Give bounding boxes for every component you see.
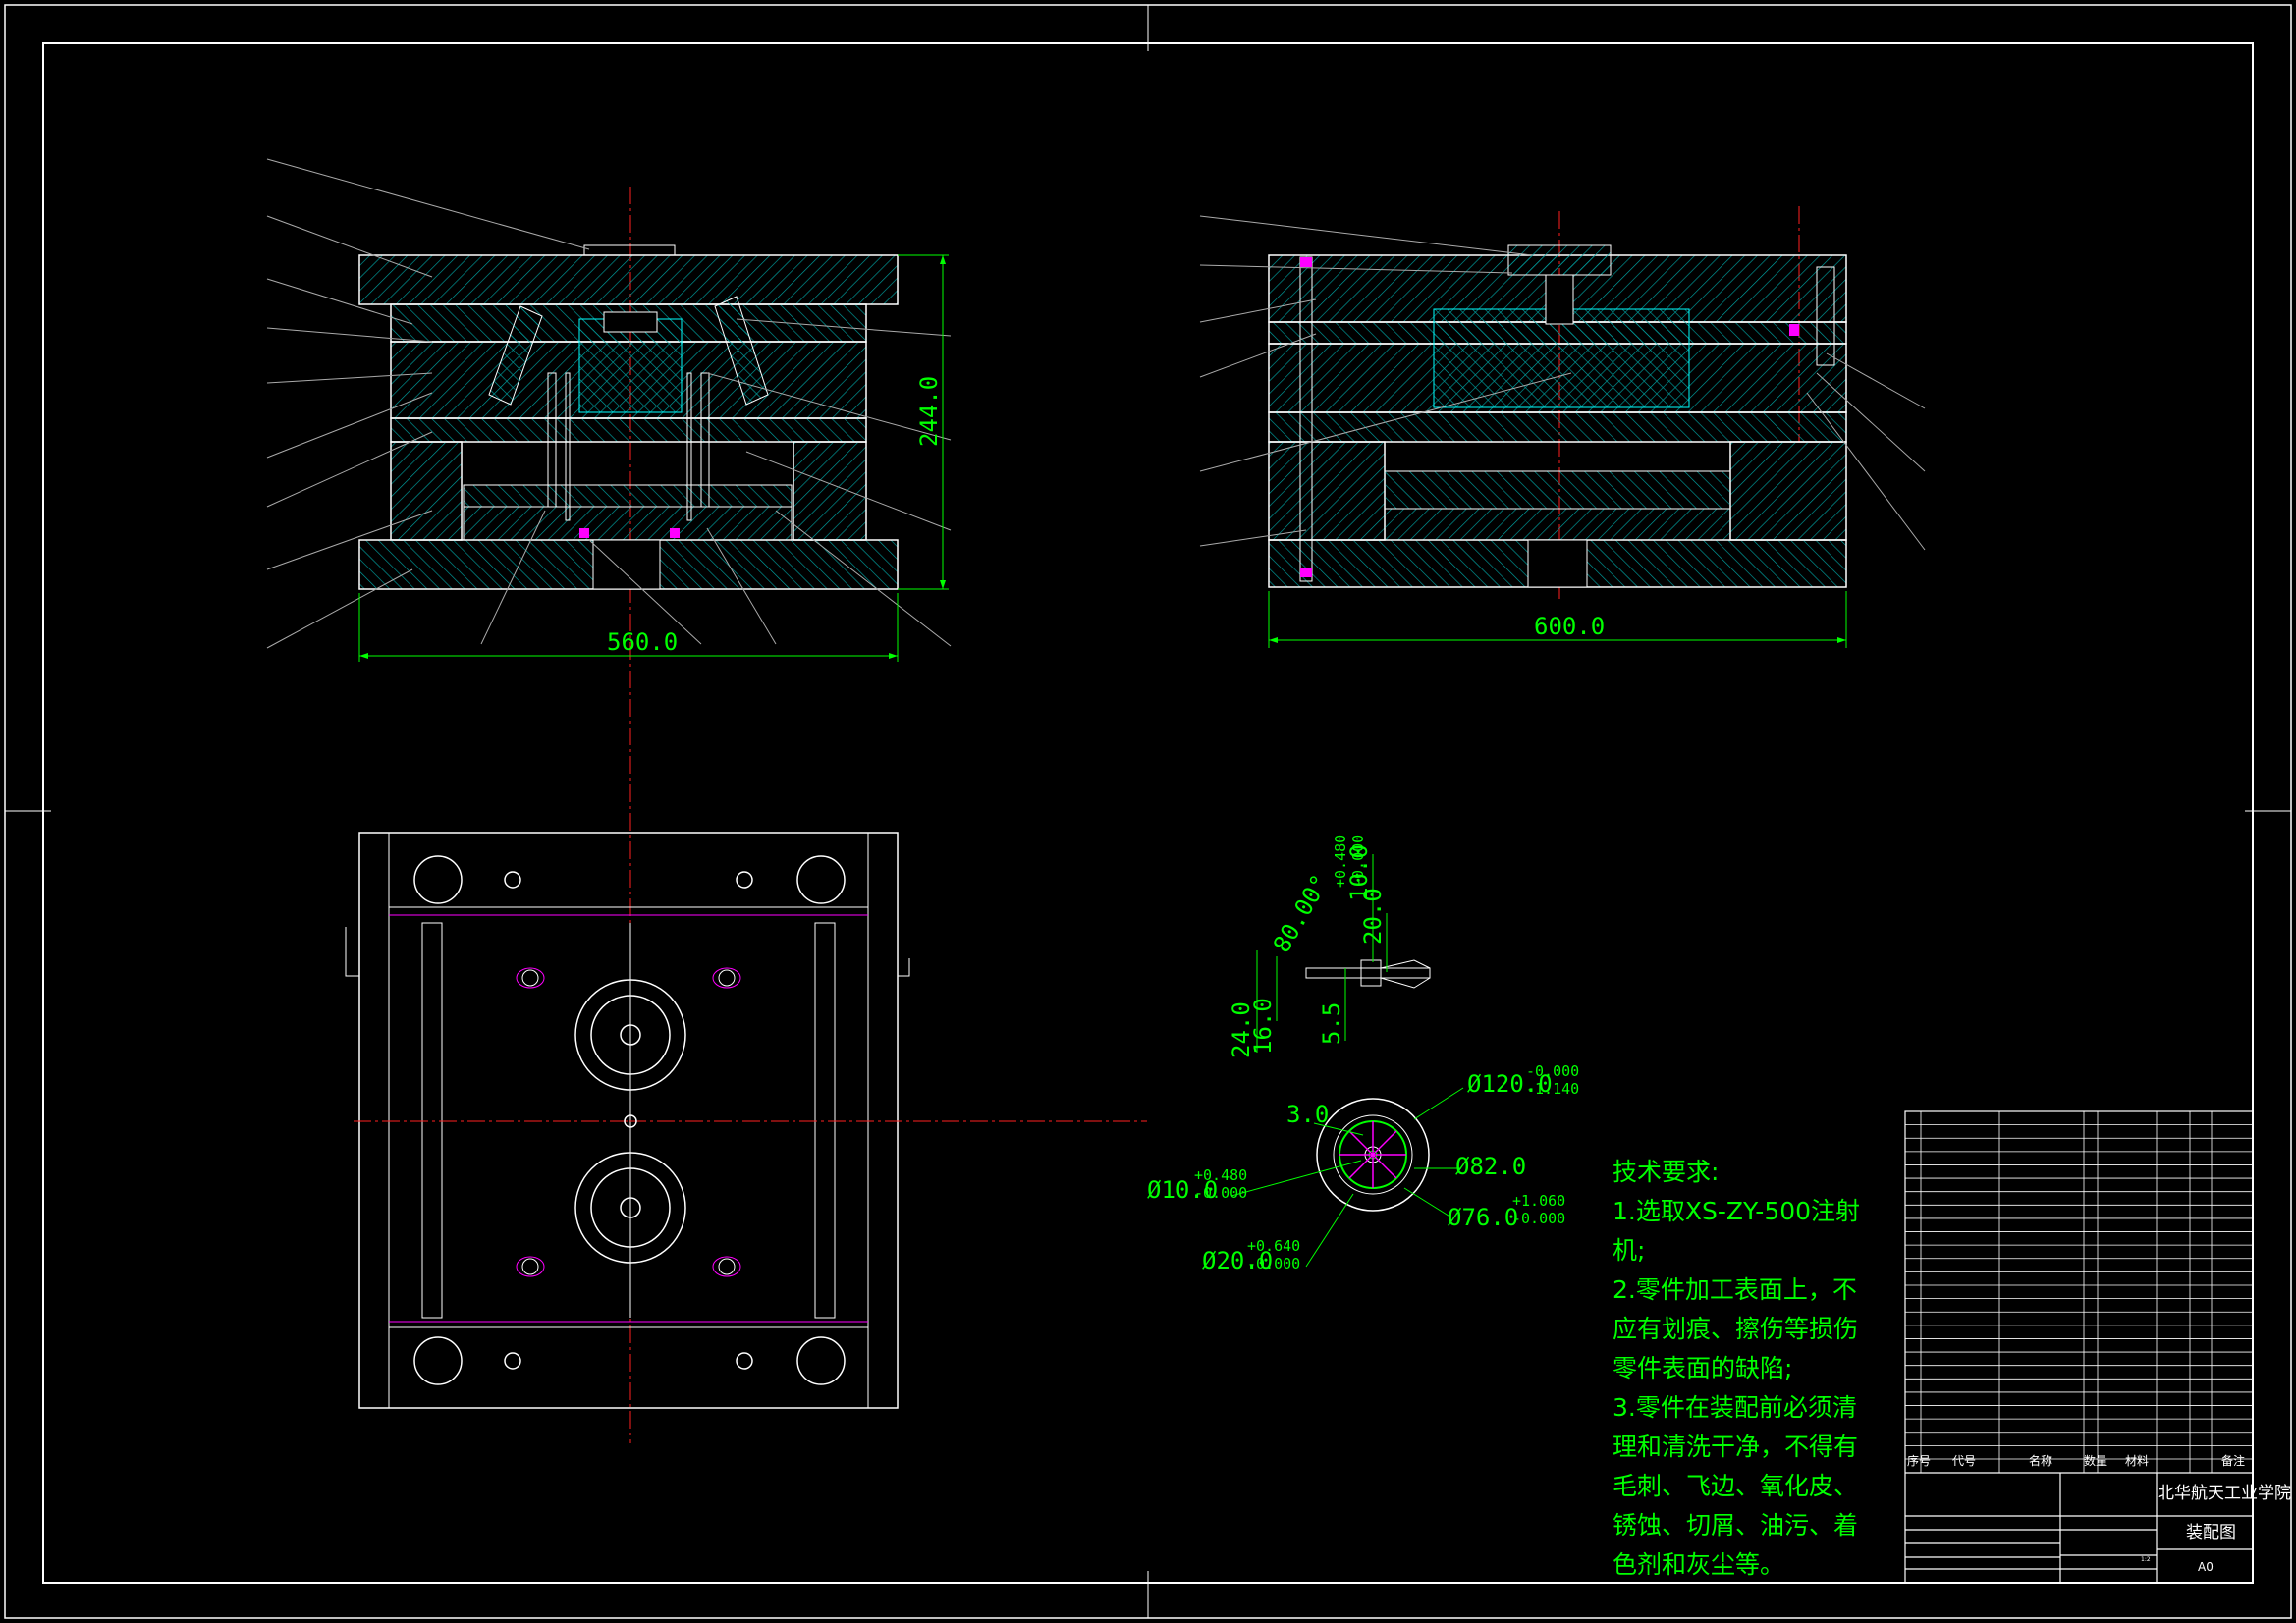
tech-line: 色剂和灰尘等。: [1613, 1550, 1784, 1579]
school-name: 北华航天工业学院: [2158, 1484, 2291, 1503]
dim-d76-tol-lo: -0.000: [1512, 1210, 1565, 1227]
dim-detail-20: 20.0: [1359, 888, 1387, 945]
tech-line: 机;: [1613, 1236, 1645, 1265]
tech-title: 技术要求:: [1613, 1158, 1719, 1186]
dim-detail-5-5: 5.5: [1318, 1002, 1345, 1045]
plan-view: [345, 832, 1147, 1409]
dim-detail-angle: 80.00°: [1268, 870, 1335, 957]
dim-side-width: 600.0: [1534, 613, 1605, 640]
bom-table: [1905, 1110, 2253, 1473]
tech-line: 理和清洗干净，不得有: [1613, 1433, 1858, 1461]
tech-line: 锈蚀、切屑、油污、着: [1613, 1511, 1858, 1540]
bom-header-remark: 备注: [2221, 1453, 2245, 1468]
part-detail-section: 24.0 16.0 5.5 20.0 10.0 +0.480 -0.000 80…: [1147, 835, 1579, 1274]
dim-detail-24: 24.0: [1228, 1001, 1255, 1058]
dim-detail-16: 16.0: [1249, 998, 1277, 1055]
cavities: [574, 979, 686, 1264]
guide-holes: [413, 855, 846, 1385]
tech-line: 2.零件加工表面上，不: [1613, 1275, 1857, 1304]
dim-detail-10-tol-lo: -0.000: [1349, 835, 1367, 888]
dim-d76-tol-up: +1.060: [1512, 1192, 1565, 1210]
dim-d10: Ø10.0: [1147, 1176, 1218, 1204]
bom-header-qty: 数量: [2084, 1453, 2107, 1468]
dim-d120: Ø120.0: [1467, 1070, 1553, 1098]
technical-requirements: 技术要求: 1.选取XS-ZY-500注射 机; 2.零件加工表面上，不 应有划…: [1613, 1158, 1860, 1579]
dim-d20-tol-up: +0.640: [1247, 1237, 1300, 1255]
dim-d120-tol-lo: -1.140: [1526, 1080, 1579, 1098]
side-section-view: 600.0: [1199, 206, 1926, 648]
drawing-name: 装配图: [2186, 1523, 2236, 1542]
dim-3: 3.0: [1286, 1101, 1329, 1128]
bom-header-material: 材料: [2125, 1454, 2149, 1468]
bom-header-code: 代号: [1952, 1454, 1976, 1468]
title-block: 序号 代号 名称 数量 材料 备注 北华航天工业学院 装配图 A0 1:2: [1904, 1110, 2291, 1584]
front-section-view: 560.0 244.0: [266, 158, 952, 1443]
dim-d82: Ø82.0: [1455, 1153, 1526, 1180]
dim-front-width: 560.0: [607, 628, 678, 656]
dim-d76: Ø76.0: [1448, 1204, 1518, 1231]
dim-d120-tol-up: -0.000: [1526, 1062, 1579, 1080]
tech-line: 应有划痕、擦伤等损伤: [1613, 1315, 1858, 1343]
scale: 1:2: [2141, 1556, 2151, 1563]
tech-line: 1.选取XS-ZY-500注射: [1613, 1197, 1860, 1225]
dim-d20-tol-lo: -0.000: [1247, 1255, 1300, 1272]
tech-line: 3.零件在装配前必须清: [1613, 1393, 1857, 1422]
bom-header-seq: 序号: [1907, 1453, 1931, 1468]
dim-d10-tol-up: +0.480: [1194, 1166, 1247, 1184]
dim-front-height: 244.0: [915, 376, 943, 447]
bom-header-name: 名称: [2029, 1453, 2052, 1468]
tech-line: 零件表面的缺陷;: [1613, 1354, 1792, 1382]
tech-line: 毛刺、飞边、氧化皮、: [1613, 1472, 1858, 1500]
sheet-size: A0: [2198, 1560, 2214, 1574]
dim-detail-10-tol-up: +0.480: [1332, 835, 1349, 888]
dim-d10-tol-lo: -0.000: [1194, 1184, 1247, 1202]
sheet-border: [4, 4, 2292, 1619]
dim-d20: Ø20.0: [1202, 1247, 1273, 1274]
part-top-view: [1316, 1098, 1430, 1212]
dim-detail-10: 10.0: [1345, 844, 1373, 901]
